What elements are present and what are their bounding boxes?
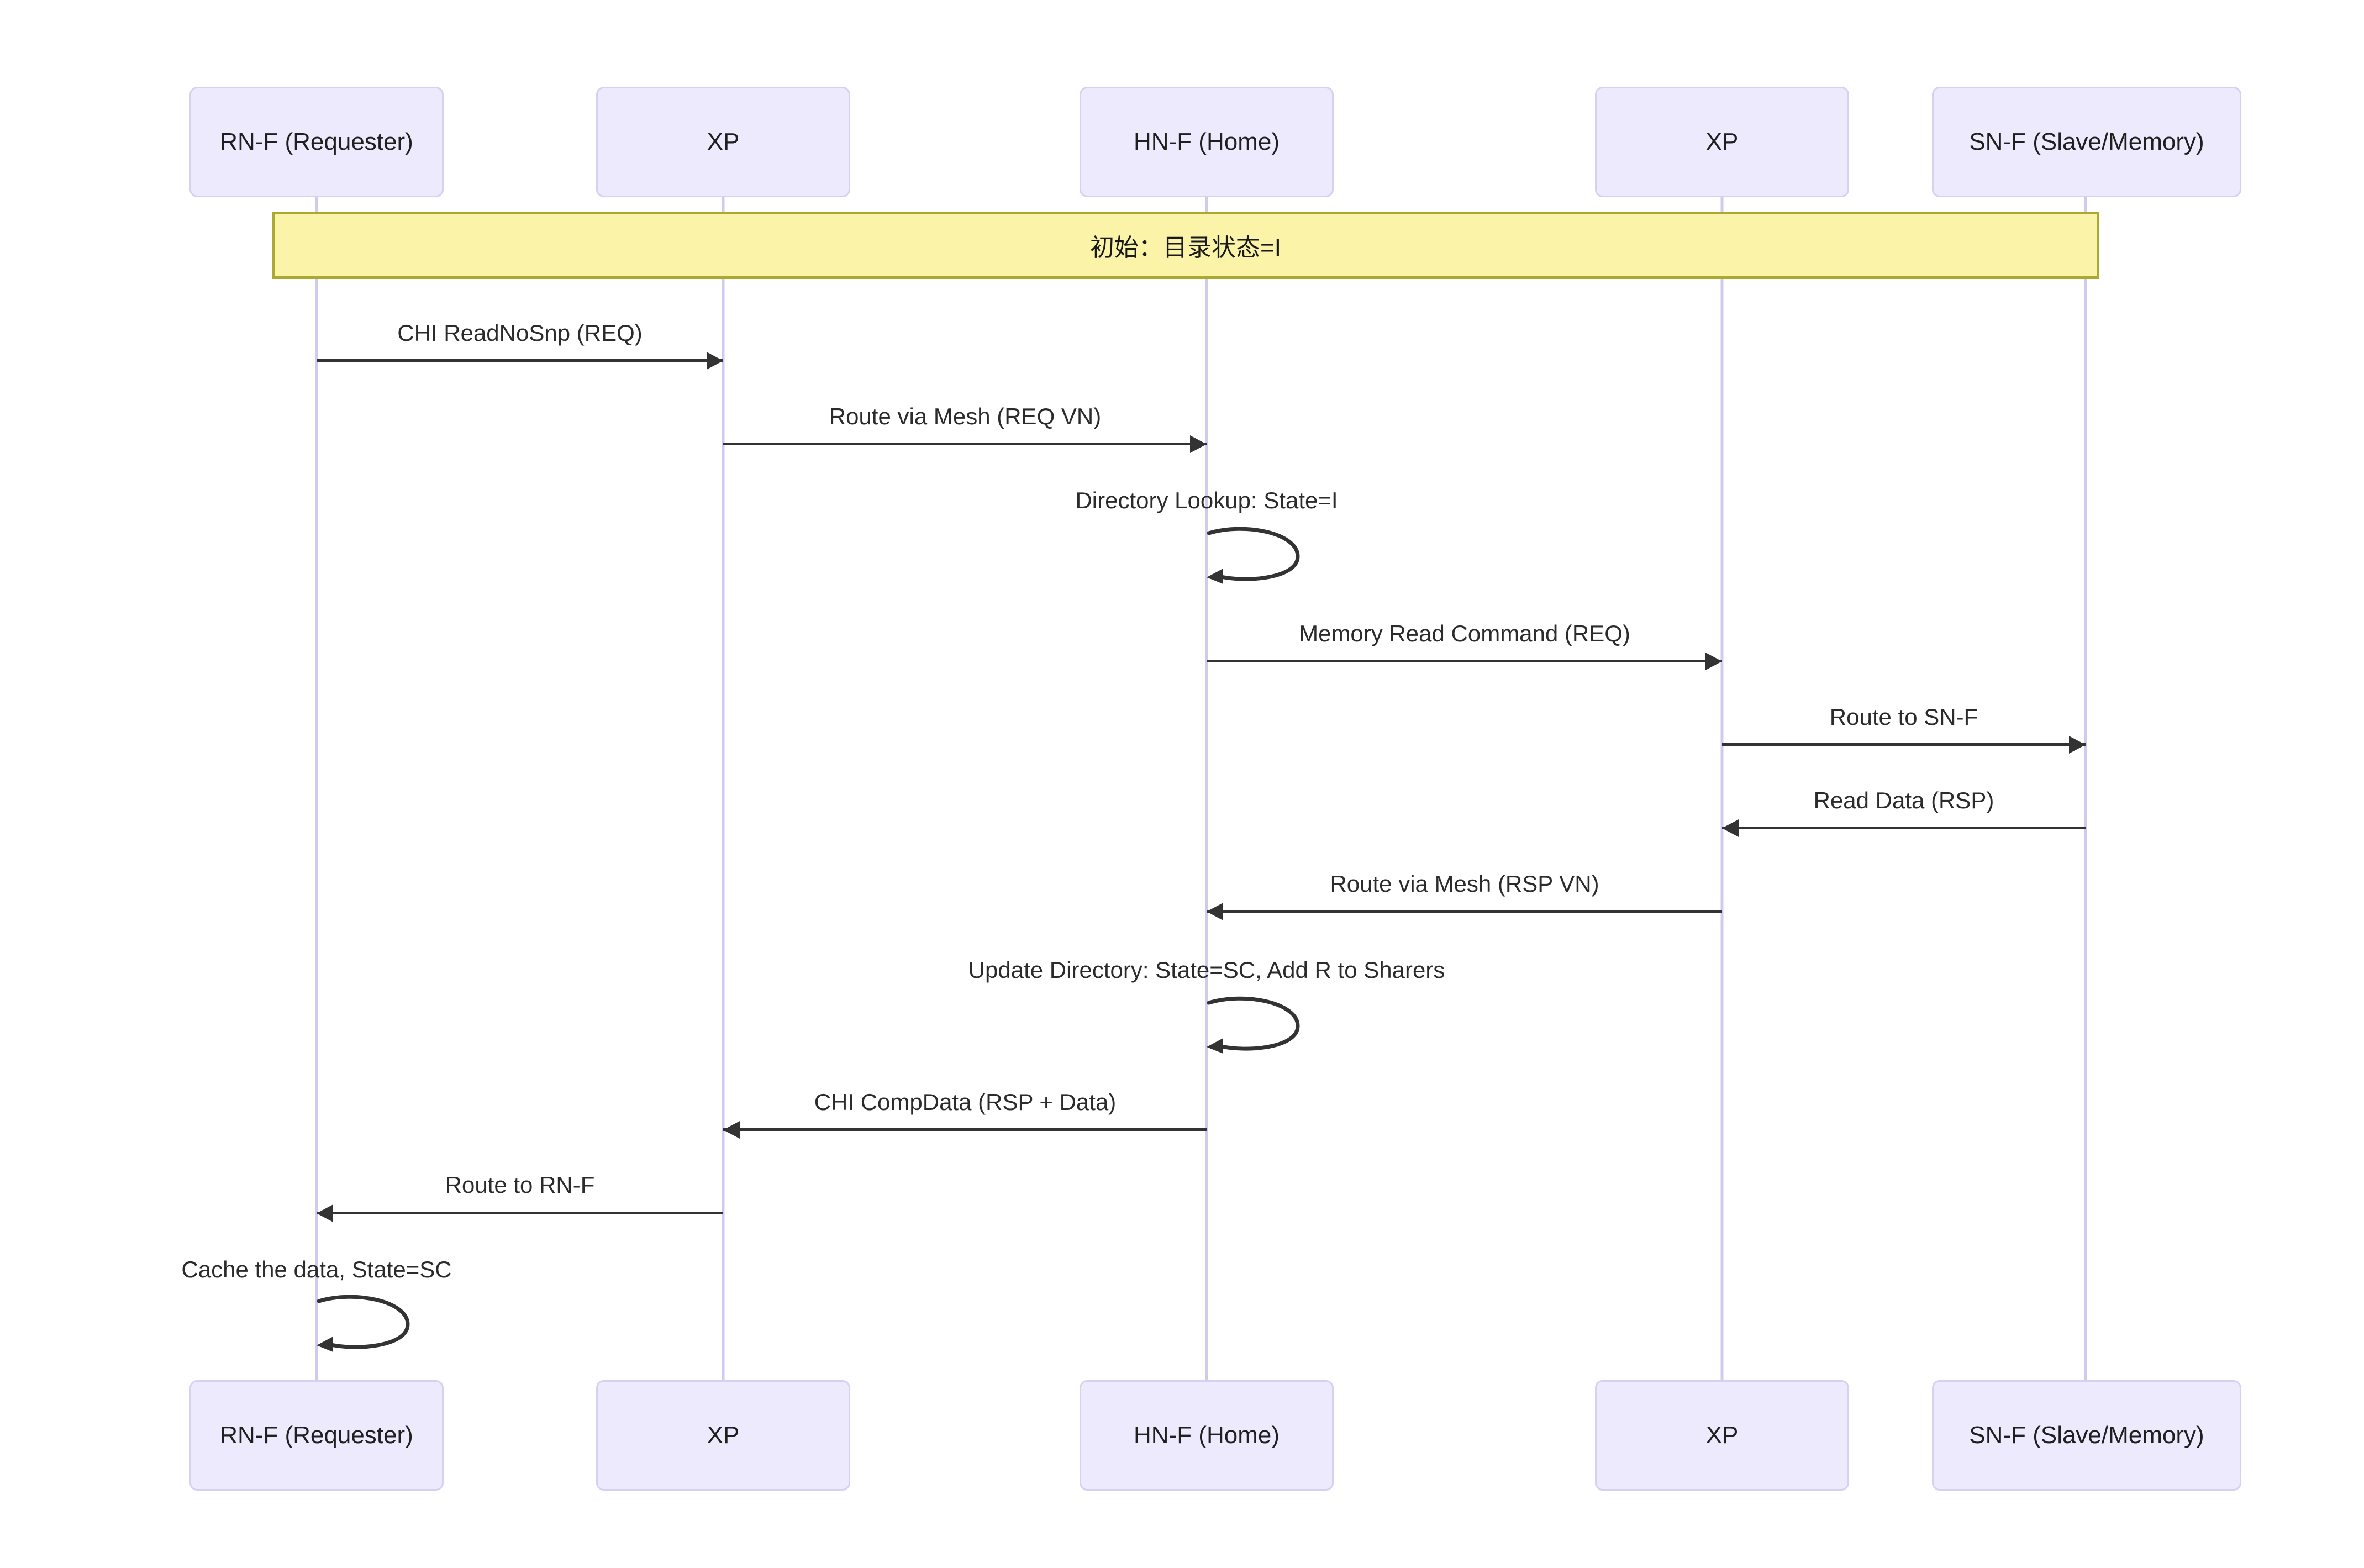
arrow-head-icon-m9 (723, 1121, 740, 1139)
participant-xp1-top[interactable]: XP (596, 87, 850, 197)
participant-snf-bottom[interactable]: SN-F (Slave/Memory) (1932, 1380, 2241, 1491)
participant-label: SN-F (Slave/Memory) (1969, 1421, 2204, 1449)
message-line-m2 (723, 443, 1207, 445)
participant-label: SN-F (Slave/Memory) (1969, 128, 2204, 155)
arrow-head-icon-m6 (1722, 819, 1739, 837)
lifeline-xp2 (1720, 197, 1724, 1380)
lifeline-hnf (1205, 197, 1208, 1380)
message-line-m7 (1207, 910, 1722, 913)
message-label-m9: CHI CompData (RSP + Data) (814, 1089, 1117, 1115)
participant-rnf-bottom[interactable]: RN-F (Requester) (189, 1380, 444, 1491)
participant-label: XP (707, 128, 740, 155)
lifeline-xp1 (722, 197, 725, 1380)
message-line-m4 (1207, 660, 1722, 662)
arrow-head-icon-m1 (707, 352, 723, 370)
message-line-m9 (723, 1128, 1207, 1131)
participant-hnf-top[interactable]: HN-F (Home) (1080, 87, 1334, 197)
message-label-m1: CHI ReadNoSnp (REQ) (397, 320, 643, 346)
arrow-head-icon-m7 (1207, 903, 1223, 920)
participant-label: XP (1705, 128, 1739, 155)
lifeline-snf (2084, 197, 2087, 1380)
message-label-m8: Update Directory: State=SC, Add R to Sha… (968, 957, 1445, 983)
message-label-m10: Route to RN-F (445, 1172, 595, 1198)
message-label-m3: Directory Lookup: State=I (1075, 487, 1338, 513)
arrow-head-icon-m2 (1190, 435, 1207, 453)
message-label-m6: Read Data (RSP) (1813, 787, 1994, 813)
arrow-head-icon-m4 (1705, 653, 1722, 670)
message-line-m10 (317, 1212, 723, 1214)
participant-rnf-top[interactable]: RN-F (Requester) (189, 87, 444, 197)
message-label-m2: Route via Mesh (REQ VN) (829, 403, 1102, 429)
message-line-m6 (1722, 827, 2086, 829)
arrow-head-icon-m10 (317, 1204, 333, 1222)
arrow-head-icon-m5 (2069, 736, 2086, 754)
participant-label: HN-F (Home) (1134, 128, 1280, 155)
participant-xp2-top[interactable]: XP (1595, 87, 1849, 197)
message-line-m1 (317, 359, 723, 362)
self-message-loop-m3 (1207, 527, 1317, 588)
participant-xp2-bottom[interactable]: XP (1595, 1380, 1849, 1491)
note-initial-state: 初始：目录状态=I (272, 212, 2099, 279)
self-message-loop-m8 (1207, 996, 1317, 1058)
participant-label: XP (1705, 1421, 1739, 1449)
message-label-m5: Route to SN-F (1829, 704, 1978, 730)
participant-label: HN-F (Home) (1134, 1421, 1280, 1449)
lifeline-rnf (315, 197, 318, 1380)
message-line-m5 (1722, 743, 2086, 746)
message-label-m4: Memory Read Command (REQ) (1299, 620, 1630, 646)
note-text: 初始：目录状态=I (1090, 234, 1281, 261)
message-label-m11: Cache the data, State=SC (181, 1256, 452, 1282)
participant-hnf-bottom[interactable]: HN-F (Home) (1080, 1380, 1334, 1491)
self-message-loop-m11 (317, 1295, 427, 1356)
message-label-m7: Route via Mesh (RSP VN) (1330, 871, 1599, 897)
participant-xp1-bottom[interactable]: XP (596, 1380, 850, 1491)
participant-label: RN-F (Requester) (220, 128, 413, 155)
participant-label: RN-F (Requester) (220, 1421, 413, 1449)
participant-snf-top[interactable]: SN-F (Slave/Memory) (1932, 87, 2241, 197)
participant-label: XP (707, 1421, 740, 1449)
